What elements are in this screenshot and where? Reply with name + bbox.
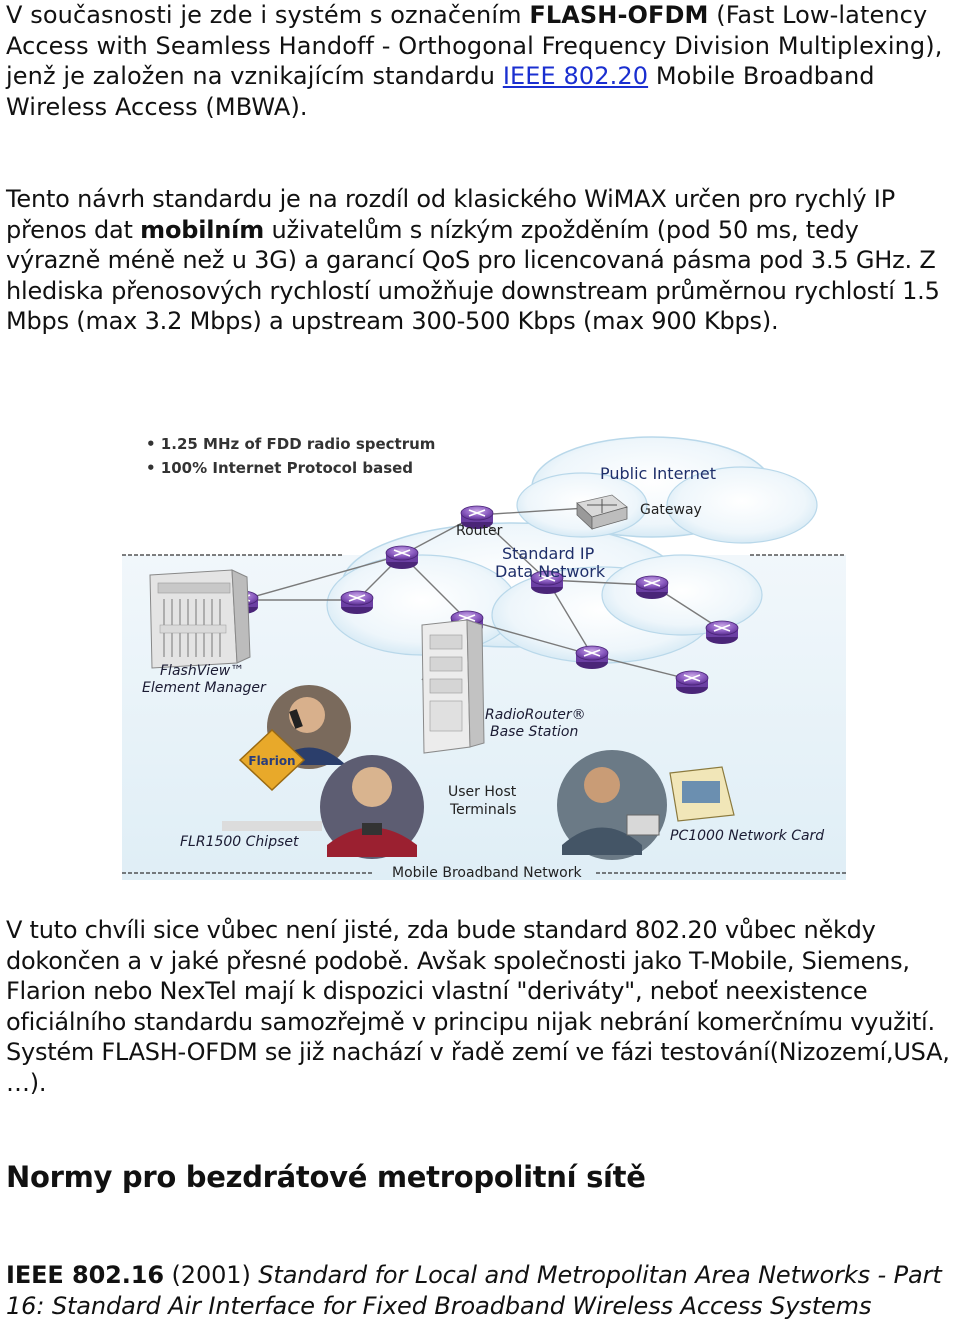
user-host-label-line2: Terminals — [449, 802, 516, 818]
router-icon — [575, 645, 609, 670]
public-internet-cloud — [516, 436, 818, 544]
intro-text-3: Mobile Broadband Wireless Access (MBWA). — [6, 62, 875, 121]
ieee-802-16-term: IEEE 802.16 — [6, 1261, 164, 1289]
router-icon — [705, 620, 739, 645]
router-icon — [675, 670, 709, 695]
standard-title: Standard for Local and Metropolitan Area… — [6, 1261, 942, 1320]
base-station-icon — [421, 619, 485, 754]
user-terminal-photo-laptop — [557, 750, 667, 860]
gateway-label: Gateway — [640, 502, 702, 518]
flashview-label-line1: FlashView™ — [160, 663, 244, 679]
intro-text-2: (Fast Low-latency Access with Seamless H… — [6, 1, 943, 91]
router-icon — [340, 590, 374, 615]
section-heading: Normy pro bezdrátové metropolitní sítě — [6, 1160, 646, 1194]
radiorouter-label-line2: Base Station — [490, 724, 578, 740]
standard-year: (2001) — [163, 1261, 259, 1289]
flashview-label-line2: Element Manager — [142, 680, 267, 696]
public-internet-label: Public Internet — [600, 464, 716, 483]
router-icon — [385, 545, 419, 570]
gateway-icon — [576, 494, 628, 530]
description-paragraph: Tento návrh standardu je na rozdíl od kl… — [6, 184, 956, 337]
radiorouter-label-line1: RadioRouter® — [485, 707, 586, 723]
description-text-2: uživatelům s nízkým zpožděním (pod 50 ms… — [6, 215, 940, 336]
diagram-bullet-spectrum: • 1.25 MHz of FDD radio spectrum — [146, 435, 435, 453]
flash-ofdm-term: FLASH-OFDM — [529, 1, 709, 29]
intro-paragraph: V současnosti je zde i systém s označení… — [6, 0, 956, 122]
user-terminal-photo-pda — [320, 755, 424, 859]
mobile-term: mobilním — [140, 215, 265, 244]
flarion-logo-text: Flarion — [248, 754, 295, 768]
standard-paragraph: IEEE 802.16 (2001) Standard for Local an… — [6, 1260, 956, 1321]
flarion-chipset-logo: Flarion — [222, 728, 322, 831]
user-host-label-line1: User Host — [448, 784, 517, 800]
element-manager-rack-icon — [149, 569, 251, 669]
ieee-802-20-link[interactable]: IEEE 802.20 — [502, 62, 649, 91]
chipset-label: FLR1500 Chipset — [180, 834, 299, 850]
description-text-1: Tento návrh standardu je na rozdíl od kl… — [6, 185, 895, 244]
router-label: Router — [456, 523, 503, 539]
network-card-icon — [669, 766, 735, 822]
mobile-broadband-label: Mobile Broadband Network — [392, 865, 582, 881]
standard-ip-label-line1: Standard IP — [502, 544, 595, 563]
router-icon — [635, 575, 669, 600]
network-card-label: PC1000 Network Card — [670, 828, 824, 844]
flash-ofdm-network-diagram: Flarion • 1.25 MHz of FDD radio spectrum… — [122, 425, 846, 887]
standard-ip-label-line2: Data Network — [495, 562, 606, 581]
intro-text-1: V současnosti je zde i systém s označení… — [6, 1, 530, 29]
status-paragraph: V tuto chvíli sice vůbec není jisté, zda… — [6, 916, 950, 1097]
diagram-bullet-ip: • 100% Internet Protocol based — [146, 459, 413, 477]
